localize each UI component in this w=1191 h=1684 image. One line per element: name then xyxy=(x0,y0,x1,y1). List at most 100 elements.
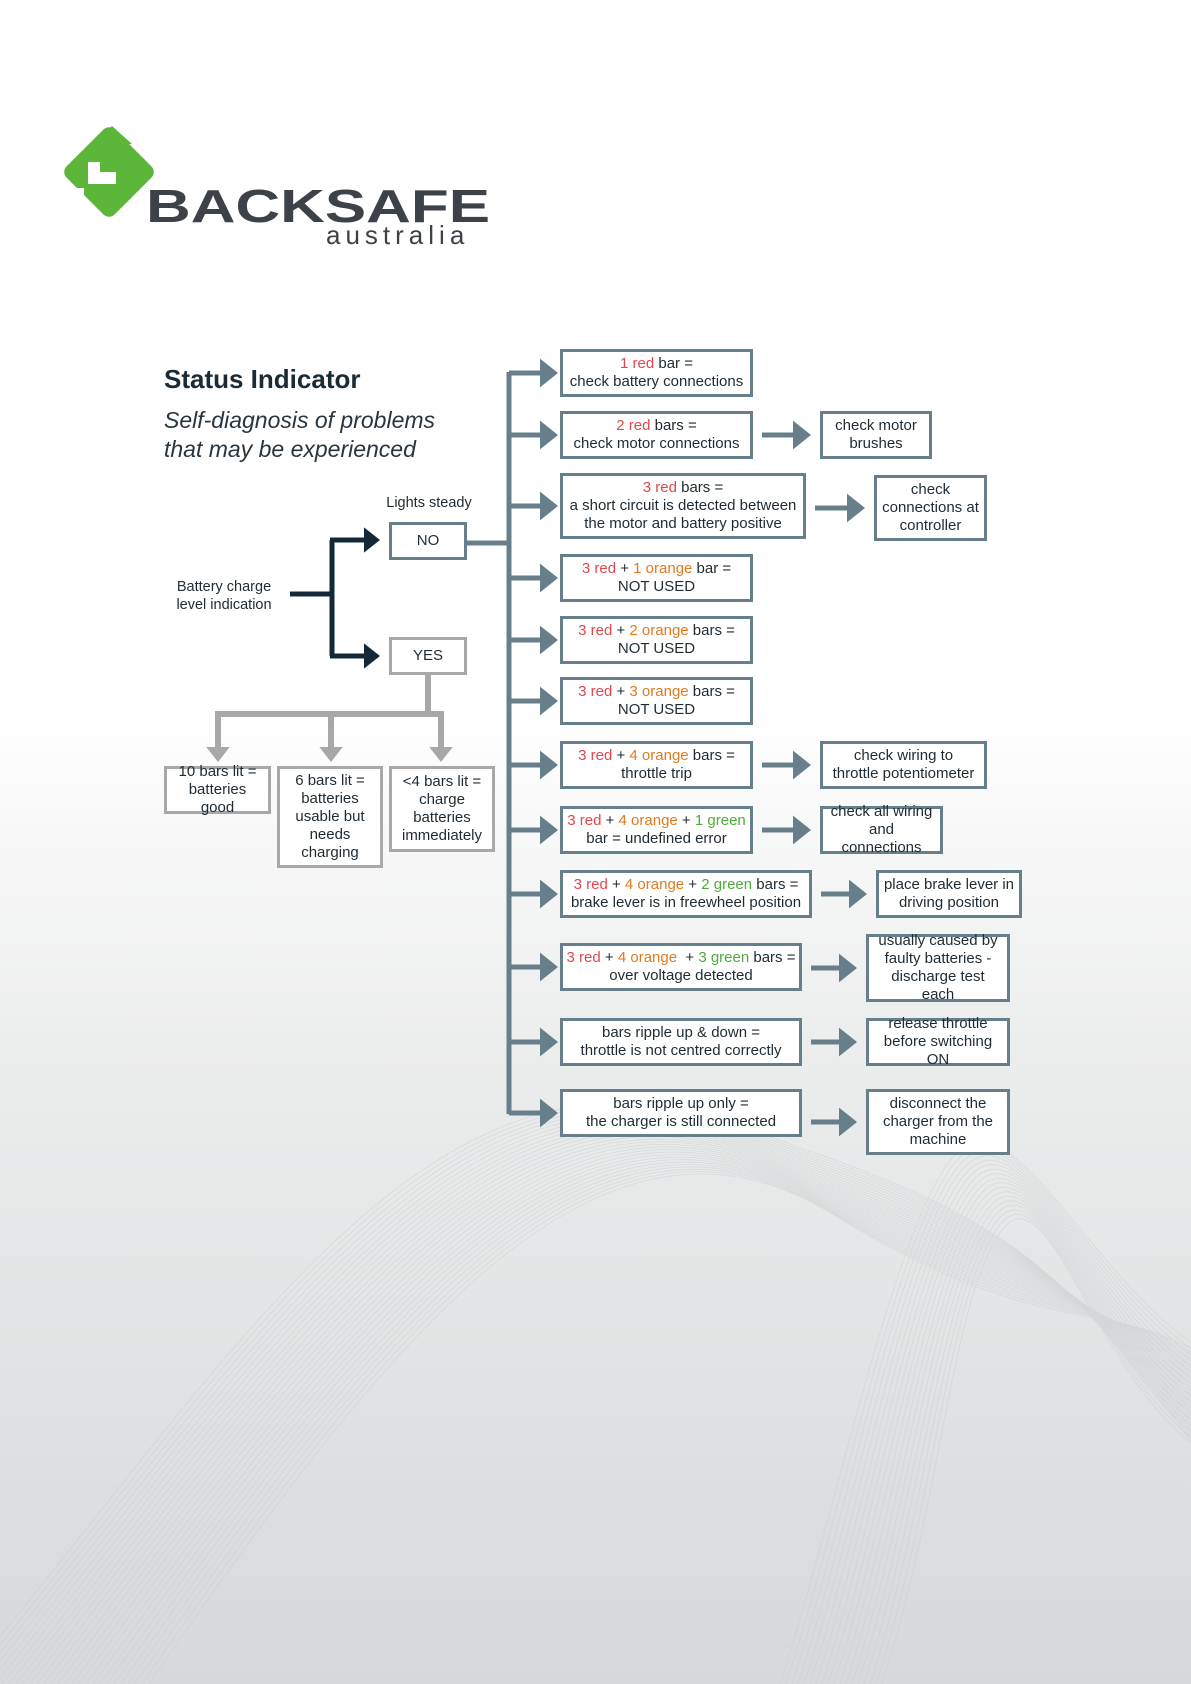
box-line: 3 red bars = xyxy=(643,479,723,497)
box-text: the charger is still connected xyxy=(585,1113,777,1130)
box-text: bars = xyxy=(688,622,735,639)
root-label-line: level indication xyxy=(176,597,272,613)
arrow-head xyxy=(364,643,380,669)
bar-count-text: 1 orange xyxy=(633,560,693,577)
box-line: over voltage detected xyxy=(609,967,752,985)
bar-count-text: 4 orange xyxy=(629,747,689,764)
box-line: batteries good xyxy=(188,781,247,816)
no-outcome-box: 3 red + 4 orange bars =throttle trip xyxy=(560,741,753,789)
backsafe-logo-icon xyxy=(64,126,154,217)
box-text: bars = xyxy=(688,747,735,764)
page-subtitle: Self-diagnosis of problems that may be e… xyxy=(164,406,464,464)
background-wave-line xyxy=(863,1205,1191,1684)
root-label: Battery charge level indication xyxy=(164,578,284,614)
bar-count-text: 2 green xyxy=(701,876,753,893)
arrow-head xyxy=(540,358,558,388)
box-text: NOT USED xyxy=(617,701,696,718)
box-text: throttle trip xyxy=(621,765,692,782)
box-line: a short circuit is detected between xyxy=(570,497,797,515)
background-wave-line xyxy=(857,1200,1191,1684)
background-wave-line xyxy=(71,1146,1191,1684)
background-wave-line xyxy=(785,1146,1191,1684)
box-line: check motor connections xyxy=(574,435,740,453)
box-text: bars = xyxy=(752,876,799,893)
box-text: bar = undefined error xyxy=(586,830,727,847)
box-line: charge xyxy=(419,791,465,808)
bar-count-text: 3 red xyxy=(578,747,613,764)
box-text: bars ripple up only = xyxy=(613,1095,749,1112)
box-line: charging xyxy=(301,844,359,861)
box-line: 3 red + 4 orange + 2 green bars = xyxy=(574,876,799,894)
bar-count-text: 1 green xyxy=(694,812,746,829)
box-line: bars ripple up only = xyxy=(613,1095,749,1113)
bar-count-text: 4 orange xyxy=(624,876,685,893)
box-line: 3 red + 4 orange bars = xyxy=(578,747,735,765)
box-text: + xyxy=(612,683,630,700)
background-wave-line xyxy=(821,1173,1191,1684)
box-line: driving position xyxy=(898,894,1000,911)
no-outcome-box: 3 red + 3 orange bars =NOT USED xyxy=(560,677,753,725)
box-text: a short circuit is detected between xyxy=(569,497,797,514)
arrow-head xyxy=(540,491,558,521)
arrow-head xyxy=(319,747,343,762)
brand-name: BACKSAFE xyxy=(146,182,490,230)
box-text: check motor connections xyxy=(573,435,740,452)
box-line: 3 red + 3 orange bars = xyxy=(578,683,735,701)
box-text: + xyxy=(677,812,695,829)
no-outcome-box: 3 red + 1 orange bar =NOT USED xyxy=(560,554,753,602)
bar-count-text: 4 orange xyxy=(618,812,678,829)
box-text: NOT USED xyxy=(617,640,696,657)
no-outcome-box: 2 red bars =check motor connections xyxy=(560,411,753,459)
arrow-head xyxy=(540,686,558,716)
background-wave-line xyxy=(92,1154,1191,1684)
box-line: NOT USED xyxy=(618,701,695,719)
arrow-head xyxy=(540,563,558,593)
box-line: throttle is not centred correctly xyxy=(581,1042,782,1060)
box-line: check all wiring xyxy=(830,803,933,820)
box-text: bars = xyxy=(688,683,735,700)
arrow-head xyxy=(429,747,453,762)
background-wave-line xyxy=(839,1187,1191,1684)
svg-text:BACKSAFE: BACKSAFE xyxy=(146,182,490,230)
no-outcome-box: 3 red + 4 orange + 2 green bars =brake l… xyxy=(560,870,812,918)
box-text: bar = xyxy=(692,560,732,577)
background-wave-line xyxy=(113,1161,1191,1684)
box-line: connections at xyxy=(882,499,979,516)
no-outcome-box: bars ripple up & down =throttle is not c… xyxy=(560,1018,802,1066)
arrow-head xyxy=(839,1027,857,1057)
box-line: 3 red + 1 orange bar = xyxy=(582,560,731,578)
bar-count-text: 3 red xyxy=(578,683,613,700)
bar-count-text: 3 green xyxy=(698,949,750,966)
bar-count-text: 3 red xyxy=(578,622,613,639)
box-line: batteries xyxy=(413,809,471,826)
box-line: place brake lever in xyxy=(883,876,1015,893)
arrow-head xyxy=(847,493,865,523)
subtitle-line: Self-diagnosis of problems xyxy=(164,407,436,433)
box-line: brake lever is in freewheel position xyxy=(571,894,801,912)
background-wave-line xyxy=(148,1173,1191,1684)
arrow-head xyxy=(540,952,558,982)
box-line: the charger is still connected xyxy=(586,1113,776,1131)
page-title: Status Indicator xyxy=(164,364,361,394)
box-text: + xyxy=(684,876,702,893)
subtitle-line: that may be experienced xyxy=(164,436,416,462)
box-text: the motor and battery positive xyxy=(584,515,782,532)
box-line: throttle potentiometer xyxy=(832,765,975,782)
arrow-head xyxy=(793,420,811,450)
root-label-line: Battery charge xyxy=(176,579,272,595)
arrow-head xyxy=(540,750,558,780)
box-line: charger from the xyxy=(882,1113,994,1130)
box-line: the motor and battery positive xyxy=(584,515,782,533)
arrow-head xyxy=(540,1027,558,1057)
no-outcome-box: 3 red bars =a short circuit is detected … xyxy=(560,473,806,539)
arrow-head xyxy=(849,879,867,909)
box-line: 6 bars lit = xyxy=(295,772,365,789)
box-text: bars ripple up & down = xyxy=(601,1024,760,1041)
